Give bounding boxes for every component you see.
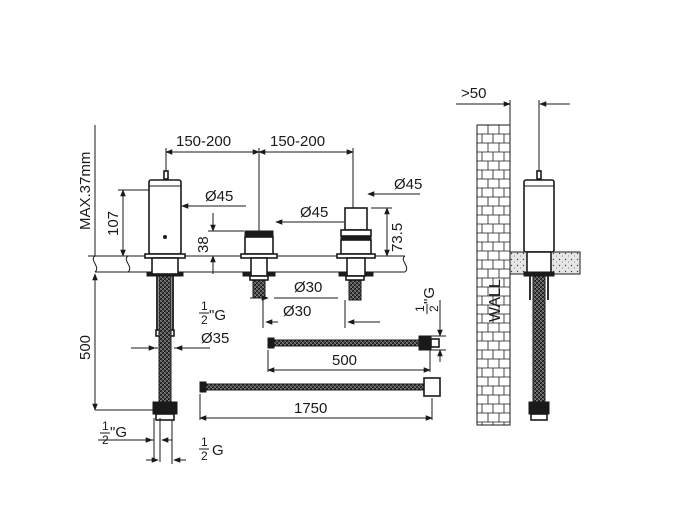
dim-spacing-right: 150-200 [270,133,325,150]
dim-dia-30-top: Ø30 [294,279,322,296]
thread-label-upper-left: 1 2 "G [199,299,226,327]
thread-numerator: 1 [201,435,208,449]
dim-spacing-left: 150-200 [176,133,231,150]
dim-dia-30-bottom: Ø30 [283,303,311,320]
dim-dia-45-right: Ø45 [394,176,422,193]
thread-suffix: "G [209,307,226,324]
dim-hose-1750: 1750 [294,400,327,417]
dim-73-5: 73.5 [389,223,406,252]
dimension-labels: 150-200 150-200 MAX.37mm 107 38 73.5 500… [77,85,486,417]
thread-numerator: 1 [413,305,427,312]
thread-suffix: "G [110,424,127,441]
dimension-lines [88,100,570,464]
dim-max-height: MAX.37mm [77,152,94,230]
dim-wall-clearance: >50 [461,85,486,102]
dim-107: 107 [105,211,122,236]
thread-label-lower-left: 1 2 "G [100,419,127,447]
thread-denominator: 2 [201,449,208,463]
valve-middle [240,230,278,299]
dim-hose-500: 500 [332,352,357,369]
thread-suffix: G [212,442,224,459]
spout-body [144,170,186,337]
thread-numerator: 1 [102,419,109,433]
wall-spout [509,170,581,421]
valve-right [336,207,376,301]
spout-hose [152,275,178,421]
wall: WALL [476,124,511,426]
dim-dia-45-left: Ø45 [205,188,233,205]
thread-denominator: 2 [201,313,208,327]
thread-label-bottom: 1 2 G [199,435,224,463]
dim-500-vertical: 500 [77,335,94,360]
wall-label: WALL [487,279,504,322]
dim-dia-45-mid: Ø45 [300,204,328,221]
thread-suffix: "G [421,287,438,304]
wall-brick-pattern [477,125,510,425]
spout-outlet-dot [163,235,167,239]
thread-denominator: 2 [427,305,441,312]
thread-numerator: 1 [201,299,208,313]
hose-1750 [199,377,441,397]
thread-denominator: 2 [102,433,109,447]
thread-label-hose-end: 1 2 "G [413,287,441,314]
dim-dia-35: Ø35 [201,330,229,347]
hose-500 [267,335,440,351]
dim-38: 38 [195,236,212,253]
